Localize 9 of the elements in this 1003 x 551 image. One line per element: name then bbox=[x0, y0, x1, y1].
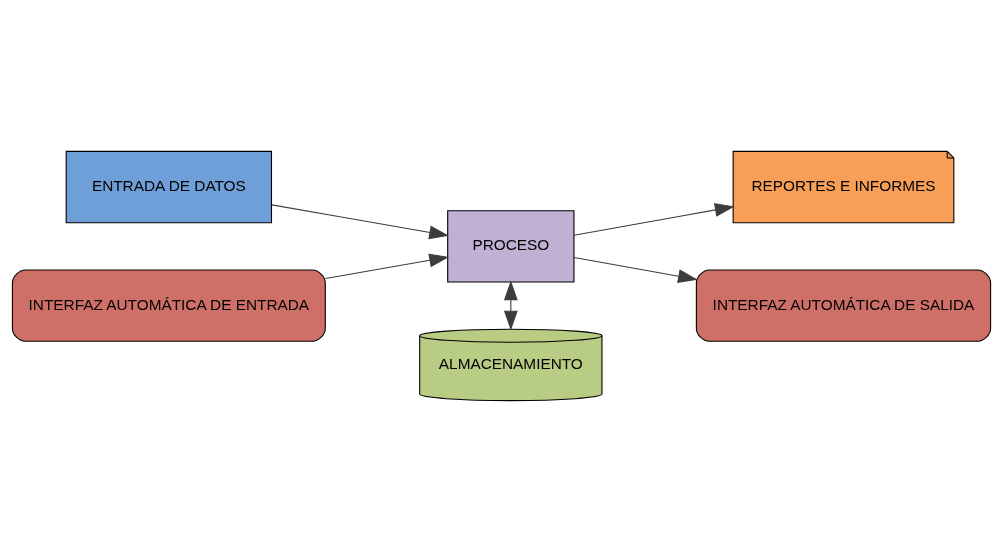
arrow bbox=[573, 202, 735, 236]
arrow bbox=[503, 279, 518, 330]
arrow bbox=[324, 253, 450, 279]
arrow bbox=[573, 256, 698, 283]
arrow bbox=[271, 203, 449, 239]
node-box: ENTRADA DE DATOS bbox=[65, 150, 273, 223]
node-box: INTERFAZ AUTOMÁTICA DE SALIDA bbox=[695, 268, 992, 342]
node-box: PROCESO bbox=[447, 209, 575, 283]
node-box: INTERFAZ AUTOMÁTICA DE ENTRADA bbox=[11, 268, 326, 342]
